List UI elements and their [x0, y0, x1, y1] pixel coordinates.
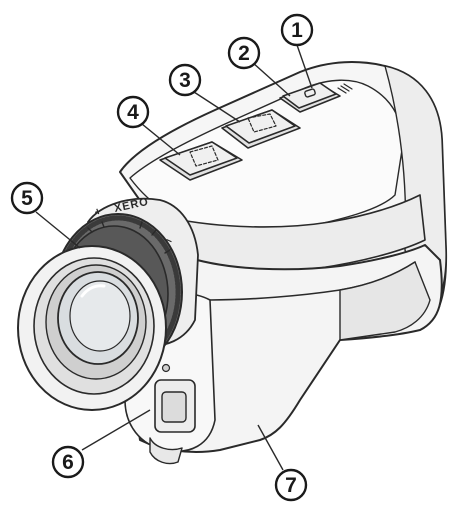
callout-1-label: 1	[291, 19, 303, 42]
callout-4: 4	[118, 97, 148, 127]
leader-5	[36, 212, 80, 248]
callout-7: 7	[276, 470, 306, 500]
callout-6: 6	[53, 447, 83, 477]
callout-1: 1	[282, 15, 312, 45]
callout-4-label: 4	[127, 101, 139, 124]
callout-5: 5	[12, 183, 42, 213]
port-indicator	[163, 365, 170, 372]
callout-2-label: 2	[238, 42, 250, 65]
callout-3-label: 3	[179, 69, 191, 92]
device-body: + XERO –	[18, 62, 446, 463]
lens-inner	[70, 281, 130, 351]
callout-2: 2	[229, 38, 259, 68]
callout-3: 3	[170, 65, 200, 95]
callout-6-label: 6	[62, 451, 74, 474]
callout-5-label: 5	[21, 187, 33, 210]
port-button	[162, 392, 186, 422]
callout-7-label: 7	[285, 474, 297, 497]
